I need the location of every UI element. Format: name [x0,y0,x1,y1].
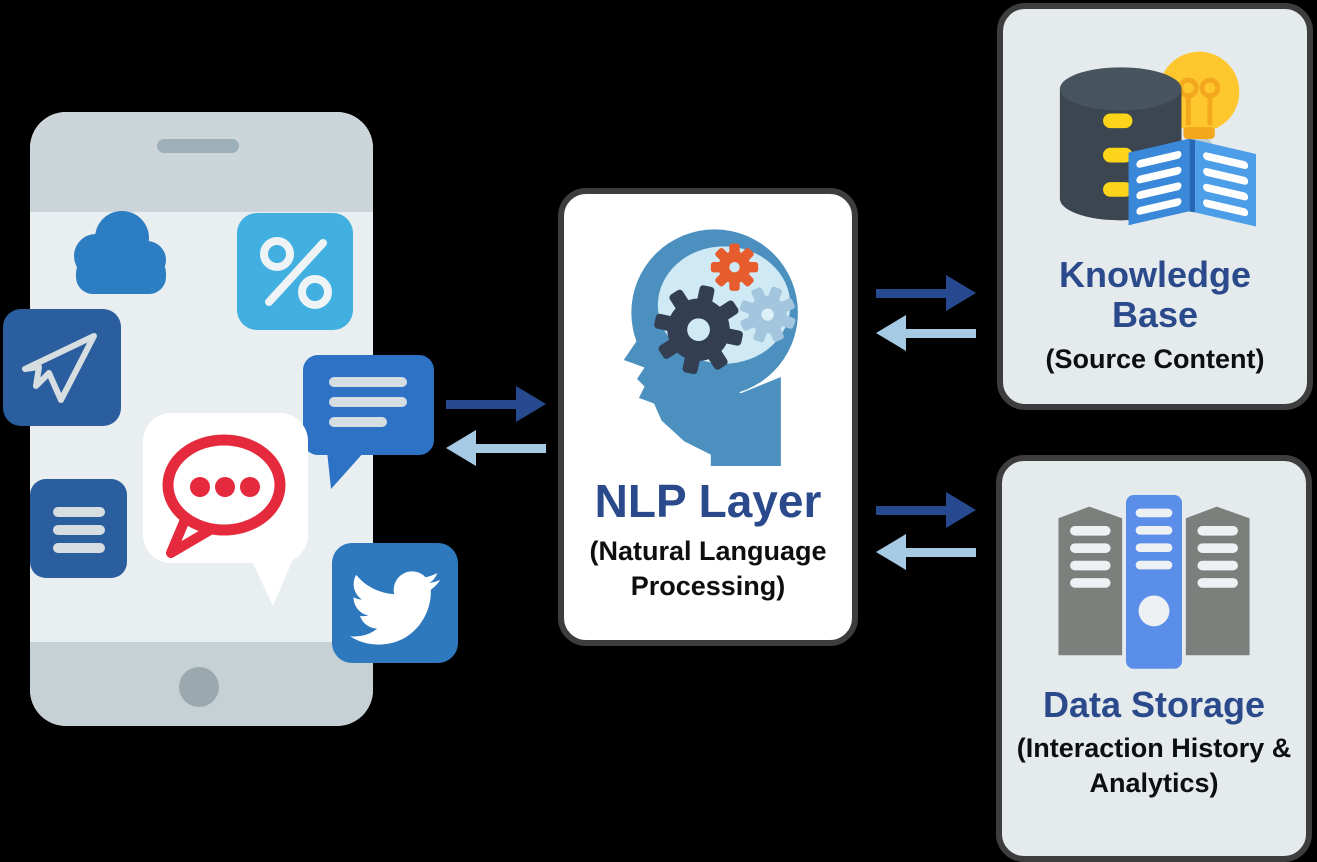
data-storage-title: Data Storage [1042,684,1266,725]
server-tower-right [1185,506,1250,656]
open-book-icon [1128,138,1257,227]
cloud-icon [74,211,166,294]
gear-orange [710,243,759,291]
arrow-nlp-to-phone [446,430,546,466]
data-storage-node: Data Storage (Interaction History & Anal… [996,455,1312,862]
gear-dark [654,285,743,375]
knowledge-base-node: Knowledge Base (Source Content) [997,3,1313,410]
knowledge-base-subtitle: (Source Content) [1045,343,1265,374]
chat-lines-bubble-icon [303,355,434,489]
phone-home-button [179,667,219,707]
nlp-title: NLP Layer [594,475,822,527]
brain-gears-icon [623,229,798,466]
gear-light [739,286,796,343]
arrow-ds-to-nlp [876,534,976,570]
chat-dots-bubble-icon [143,413,308,606]
twitter-icon [332,543,458,663]
data-storage-subtitle: (Interaction History & Analytics) [1016,733,1292,799]
send-icon [3,309,121,426]
server-tower-middle [1126,495,1182,669]
knowledge-base-title: Knowledge Base [1058,254,1251,336]
arrow-phone-to-nlp [446,386,546,422]
arrow-kb-to-nlp [876,315,976,351]
server-rack-icon [1058,495,1250,669]
phone-speaker [157,139,239,153]
server-tower-left [1058,506,1123,656]
knowledge-base-icon [1059,51,1257,227]
list-icon [30,479,127,578]
percent-icon [237,213,353,330]
arrow-nlp-to-kb [876,275,976,311]
nlp-subtitle: (Natural Language Processing) [589,535,827,601]
arrow-nlp-to-ds [876,492,976,528]
nlp-layer-node: NLP Layer (Natural Language Processing) [558,188,858,646]
phone-top-bar [30,112,373,212]
